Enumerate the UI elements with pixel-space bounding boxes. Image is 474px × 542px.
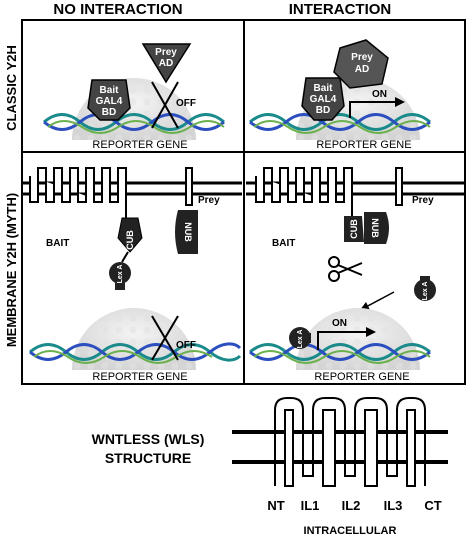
prey-transmembrane-protein (185, 167, 193, 206)
bait-label: BAIT (272, 238, 295, 249)
membrane-interaction-panel: CUB NUB Prey BAIT Lex A Lex A ON REPORTE… (246, 167, 465, 383)
dna-helix (249, 113, 431, 134)
lexa-label: Lex A (117, 265, 124, 284)
lexa-bulb (109, 262, 131, 284)
nub-label: NUB (183, 222, 193, 242)
prey-label: Prey (351, 52, 373, 63)
bait-gal4-bd-shape (87, 79, 131, 121)
classic-interaction-panel: Bait GAL4 BD Prey AD ON REPORTER GENE (249, 39, 431, 151)
bd-label: BD (316, 105, 330, 116)
cub-label: CUB (349, 219, 359, 239)
bait-label: Bait (314, 83, 334, 94)
bait-label: Bait (100, 85, 120, 96)
lexa-bulb-bound (289, 327, 311, 349)
membrane-no-interaction-panel: CUB Lex A BAIT NUB Prey OFF REPORTER GEN… (22, 167, 242, 383)
lexa-bulb (414, 279, 436, 301)
dna-helix (29, 342, 242, 364)
off-label: OFF (176, 340, 196, 351)
bait-transmembrane-protein (29, 167, 127, 210)
il1-label: IL1 (301, 498, 320, 513)
nub-tag (364, 212, 389, 244)
prey-transmembrane-protein (395, 167, 403, 206)
no-interaction-header: NO INTERACTION (53, 1, 182, 18)
on-label: ON (332, 318, 347, 329)
wls-transmembrane-chain (274, 397, 426, 486)
prey-label: Prey (198, 195, 220, 206)
classic-y2h-label: CLASSIC Y2H (4, 45, 19, 131)
il3-label: IL3 (384, 498, 403, 513)
intracellular-label: INTRACELLULAR (304, 525, 397, 537)
wls-structure: WNTLESS (WLS) STRUCTURE NT IL1 IL2 IL3 C… (92, 397, 448, 537)
gal4-label: GAL4 (96, 96, 123, 107)
nt-label: NT (267, 498, 284, 513)
ad-label: AD (355, 64, 369, 75)
interaction-header: INTERACTION (289, 1, 392, 18)
membrane-y2h-label: MEMBRANE Y2H (MYTH) (4, 193, 19, 347)
on-label: ON (372, 89, 387, 100)
il2-label: IL2 (342, 498, 361, 513)
prey-label: Prey (155, 47, 177, 58)
wls-title-line1: WNTLESS (WLS) (92, 431, 205, 447)
lexa-label: Lex A (297, 330, 304, 349)
classic-no-interaction-panel: Bait GAL4 BD Prey AD OFF REPORTER GENE (43, 43, 225, 151)
reporter-gene-label: REPORTER GENE (316, 139, 411, 151)
prey-ad-shape (141, 43, 192, 84)
scissors-icon (328, 256, 363, 282)
nub-label: NUB (370, 218, 380, 238)
lexa-label: Lex A (422, 282, 429, 301)
bait-label: BAIT (46, 238, 69, 249)
prey-ad-shape (333, 39, 389, 89)
dna-helix (249, 343, 431, 364)
off-label: OFF (176, 98, 196, 109)
on-arrow (349, 101, 395, 118)
ad-label: AD (159, 58, 173, 69)
reporter-gene-label: REPORTER GENE (92, 139, 187, 151)
bait-transmembrane-protein (255, 167, 353, 210)
gal4-label: GAL4 (310, 94, 337, 105)
bd-label: BD (102, 107, 116, 118)
nub-tag (175, 210, 198, 254)
reporter-gene-label: REPORTER GENE (92, 371, 187, 383)
cub-label: CUB (125, 230, 135, 250)
cub-tag (344, 216, 364, 242)
wls-title-line2: STRUCTURE (105, 450, 191, 466)
on-arrow (317, 331, 366, 350)
prey-label: Prey (412, 195, 434, 206)
translocation-arrow (363, 291, 395, 309)
ct-label: CT (424, 498, 441, 513)
reporter-gene-label: REPORTER GENE (314, 371, 409, 383)
cub-tag (117, 217, 143, 253)
dna-helix (43, 113, 225, 134)
